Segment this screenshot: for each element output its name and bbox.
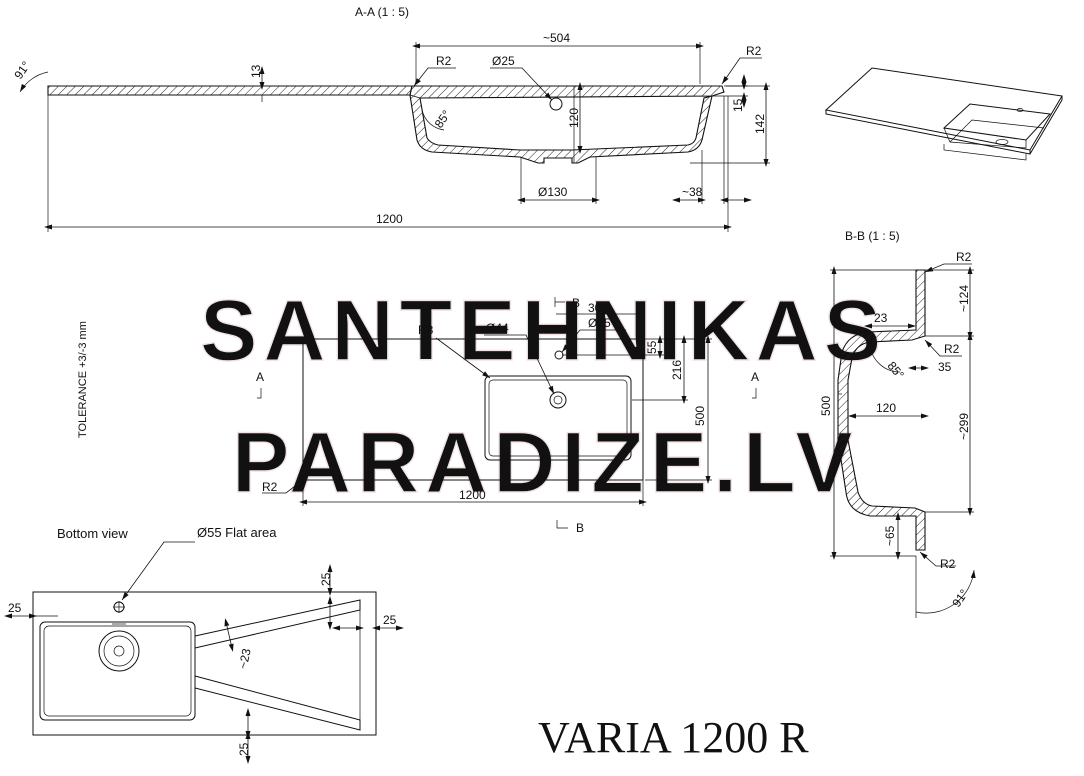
dim-142: 142 (753, 114, 767, 134)
dim-25-top: 25 (319, 572, 333, 586)
dim-hole-44: Ø44 (486, 321, 509, 335)
drain-inner-circle (553, 395, 563, 405)
bottom-view-title: Bottom view (57, 526, 128, 541)
section-a-a-title: A-A (1 : 5) (355, 5, 409, 19)
product-title: VARIA 1200 R (538, 713, 809, 762)
top-outline (302, 338, 644, 481)
plan-view: TOLERANCE +3/-3 mm B 300 Ø35 R8 Ø44 55 2… (77, 296, 759, 535)
bottom-drain-outer (98, 630, 140, 672)
dim-25-bottom: 25 (237, 742, 251, 756)
section-a-marker-right: A (751, 370, 759, 384)
flat-area-label: Ø55 Flat area (197, 525, 277, 540)
basin-wall-section (409, 85, 725, 164)
dim-drain-130: Ø130 (538, 185, 568, 199)
rib-top (194, 599, 361, 649)
bottom-basin-inner (43, 625, 192, 717)
dim-500-plan: 500 (693, 406, 707, 426)
dim-38: ~38 (682, 185, 703, 199)
dim-504: ~504 (543, 31, 570, 45)
bottom-view: Bottom view Ø55 Flat area 25 25 25 ~23 (4, 525, 404, 764)
dim-15: 15 (731, 98, 745, 112)
bottom-drain-inner (113, 645, 125, 657)
watermark: SANTEHNIKAS PARADIZE.LV (199, 282, 887, 511)
isometric-view (824, 67, 1063, 161)
dim-55: 55 (645, 340, 659, 354)
dim-35-b: 35 (938, 360, 952, 374)
dim-25-right: 25 (383, 613, 397, 627)
dim-angle-91: 91° (11, 59, 33, 82)
section-b-marker-bottom: B (576, 521, 584, 535)
dim-1200-plan: 1200 (459, 488, 486, 502)
dim-1200-section: 1200 (376, 212, 403, 226)
tap-hole-circle (549, 97, 563, 111)
dim-angle-91-b: 91° (949, 587, 971, 610)
watermark-line-1: SANTEHNIKAS (200, 283, 887, 379)
bottom-basin-outer (39, 621, 196, 721)
section-a-a: A-A (1 : 5) ~504 13 91° R2 Ø25 R2 (11, 5, 770, 232)
section-b-b: B-B (1 : 5) R2 ~124 23 R2 85° 35 500 120 (819, 229, 976, 618)
dim-r2-left: R2 (436, 54, 452, 68)
dim-65: ~65 (883, 525, 897, 546)
bottom-outline (32, 591, 377, 736)
dim-216: 216 (670, 360, 684, 380)
dim-124: ~124 (957, 285, 971, 312)
watermark-line-2: PARADIZE.LV (232, 415, 859, 511)
drain-hole-circle (549, 391, 567, 409)
dim-r2-top-b: R2 (956, 250, 972, 264)
dim-299: ~299 (957, 413, 971, 440)
dim-500-b: 500 (819, 396, 833, 416)
section-b-marker-top: B (572, 296, 580, 310)
basin-outer (484, 375, 632, 461)
dim-120-b: 120 (876, 401, 896, 415)
dim-r2-bottom-b: R2 (940, 557, 956, 571)
countertop-slab-section (47, 85, 413, 96)
dim-13: 13 (249, 64, 263, 78)
dim-23: 23 (874, 311, 888, 325)
basin-inner (488, 379, 628, 457)
dim-r8: R8 (418, 323, 434, 337)
tolerance-note: TOLERANCE +3/-3 mm (77, 321, 89, 438)
dim-r2-right: R2 (746, 44, 762, 58)
dim-300: 300 (588, 301, 608, 315)
section-a-marker-left: A (256, 370, 264, 384)
dim-23: ~23 (236, 647, 254, 670)
dim-hole-35: Ø35 (588, 316, 611, 330)
dim-25-left: 25 (8, 601, 22, 615)
dim-120: 120 (567, 108, 581, 128)
rib-bottom (194, 675, 361, 731)
dim-r2-mid-b: R2 (944, 342, 960, 356)
dim-hole-25: Ø25 (492, 54, 515, 68)
dim-r2-plan: R2 (262, 480, 278, 494)
section-b-b-title: B-B (1 : 5) (845, 229, 900, 243)
dim-angle-85-b: 85° (885, 359, 908, 382)
